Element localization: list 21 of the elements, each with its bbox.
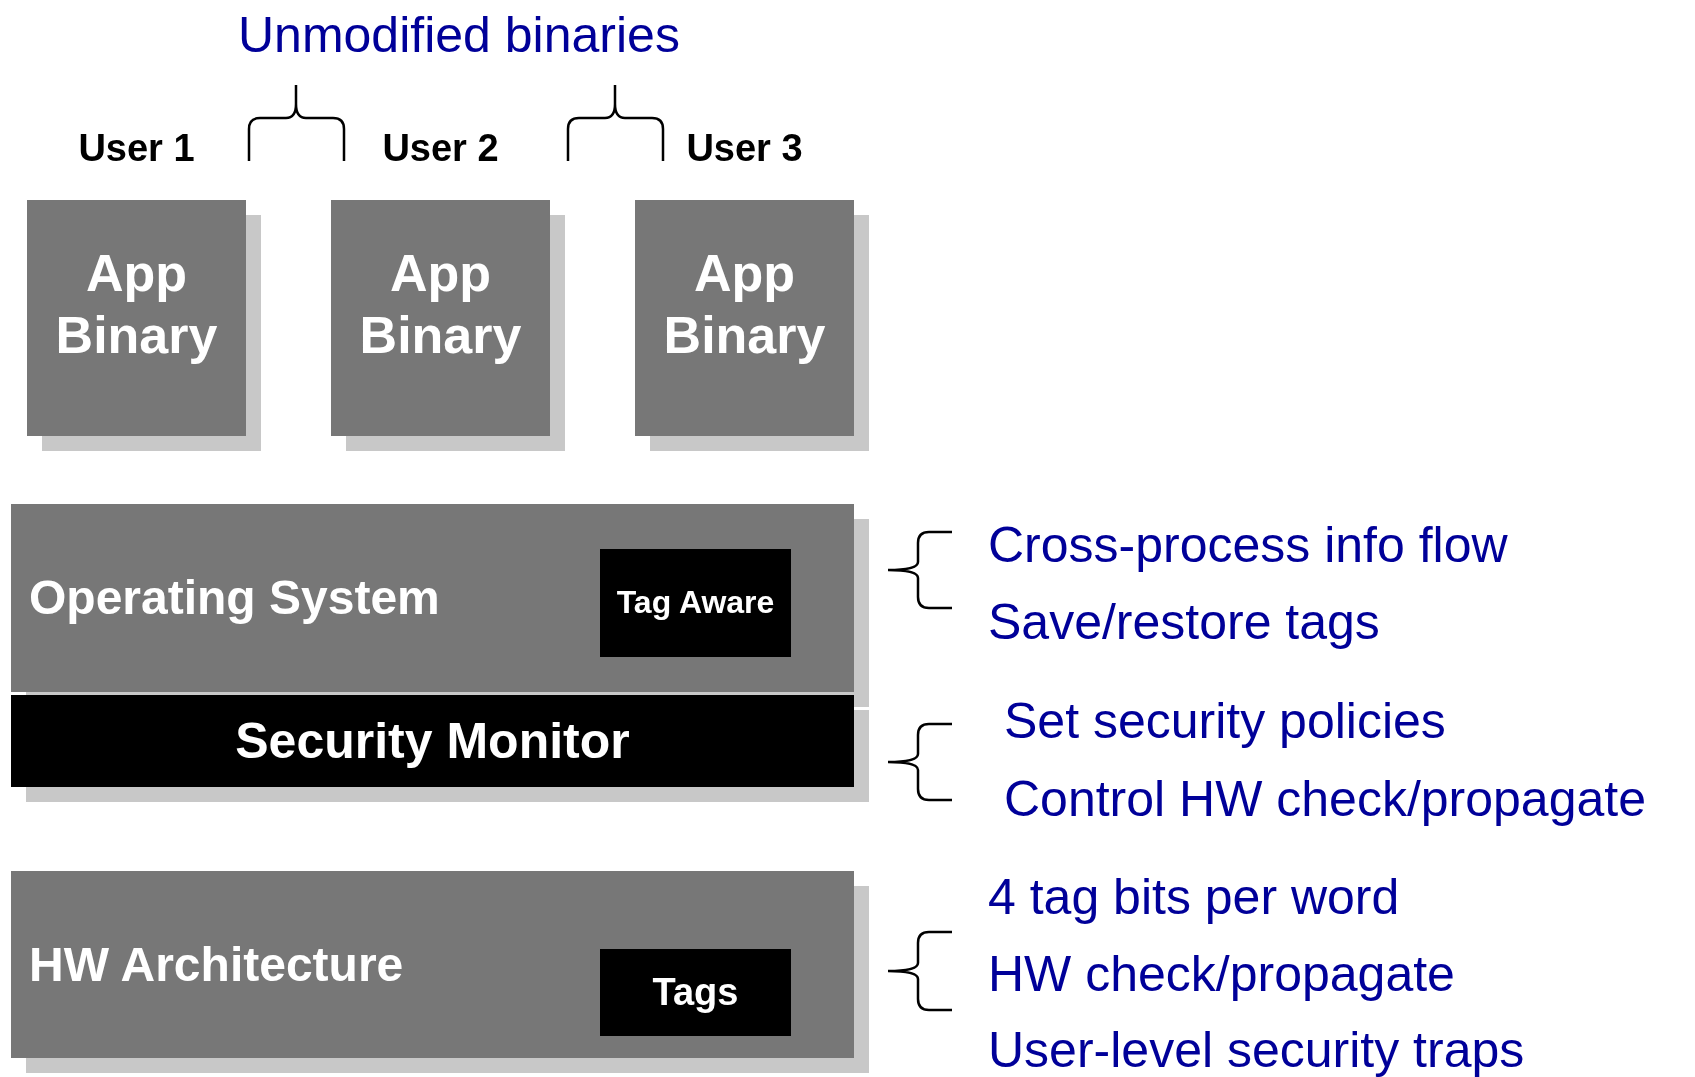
note-text: HW check/propagate [988,949,1455,999]
box-label: App Binary [54,243,219,367]
box-label: Security Monitor [234,711,631,771]
group-caption: Unmodified binaries [238,10,680,60]
box-label: Tag Aware [615,583,776,623]
note-text: Set security policies [1004,696,1446,746]
box-label: App Binary [358,243,523,367]
tag-box [600,949,791,1036]
note-text: Save/restore tags [988,597,1380,647]
user-label: User 3 [685,126,804,171]
box-label: Tags [651,969,740,1015]
box-label: App Binary [662,243,827,367]
note-text: 4 tag bits per word [988,872,1400,922]
user-label: User 2 [381,126,500,171]
note-text: User-level security traps [988,1025,1525,1075]
note-text: Cross-process info flow [988,520,1508,570]
box-label: Operating System [29,570,440,626]
box-label: HW Architecture [29,936,404,993]
user-label: User 1 [77,126,196,171]
note-text: Control HW check/propagate [1004,774,1646,824]
tag-box [600,549,791,657]
